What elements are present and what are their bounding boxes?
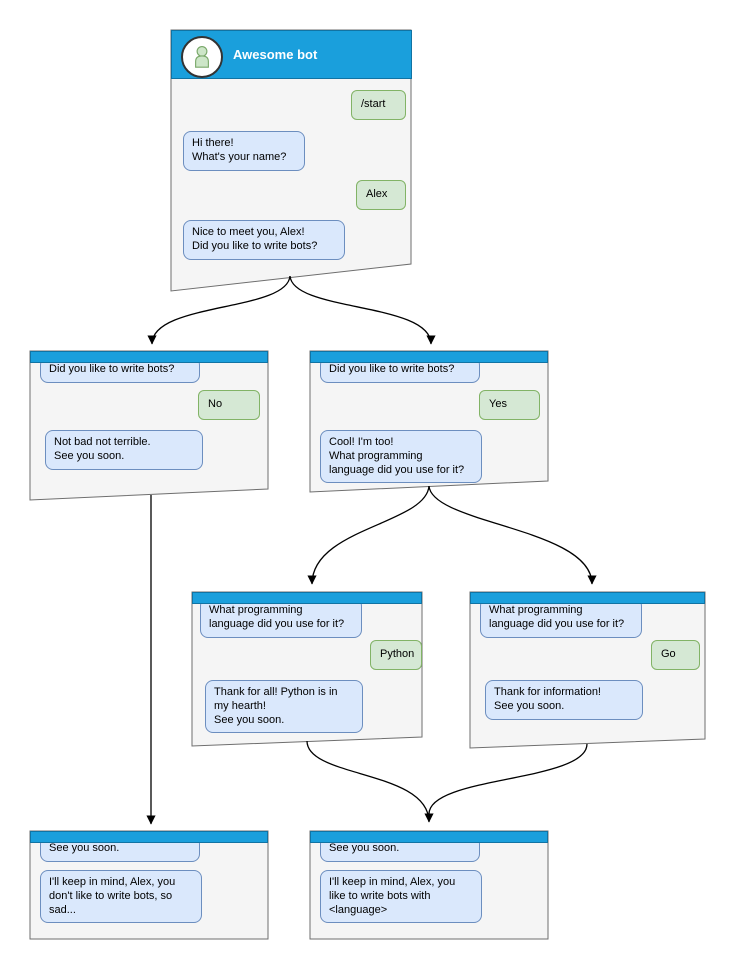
user-message-bubble: No [198,390,260,420]
bot-message-bubble: What programming language did you use fo… [200,598,362,638]
bot-message-bubble: I'll keep in mind, Alex, you like to wri… [320,870,482,924]
bot-title: Awesome bot [233,47,318,62]
titlebar [30,831,268,843]
titlebar [30,351,268,363]
titlebar [192,592,422,604]
person-icon [181,36,223,78]
user-message-bubble: Go [651,640,700,670]
user-message-bubble: /start [351,90,406,120]
user-message-bubble: Yes [479,390,540,420]
bot-message-bubble: Cool! I'm too! What programming language… [320,430,482,484]
bot-message-bubble: Nice to meet you, Alex! Did you like to … [183,220,345,260]
bot-message-bubble: Thank for information! See you soon. [485,680,643,720]
titlebar [310,831,548,843]
titlebar [470,592,705,604]
titlebar [310,351,548,363]
arrow-start-to-yes [289,275,436,345]
user-message-bubble: Python [370,640,422,670]
arrow-go-to-end [428,743,588,815]
chat-window-start: Awesome bot /start Hi there! What's your… [171,30,412,291]
bot-message-bubble: Thank for all! Python is in my hearth! S… [205,680,363,734]
titlebar: Awesome bot [171,30,412,79]
chat-window-python-branch: What programming language did you use fo… [192,592,422,746]
chat-window-go-branch: What programming language did you use fo… [470,592,705,748]
bot-message-bubble: Not bad not terrible. See you soon. [45,430,203,470]
bot-message-bubble: Hi there! What's your name? [183,131,305,171]
arrow-yes-to-python [307,485,430,585]
chat-window-end-no: See you soon. I'll keep in mind, Alex, y… [30,831,268,939]
bot-message-bubble: I'll keep in mind, Alex, you don't like … [40,870,202,924]
chat-window-yes-branch: Did you like to write bots? Yes Cool! I'… [310,351,548,492]
arrow-start-to-no [147,275,291,345]
arrow-python-to-end [306,740,434,823]
chat-window-end-yes: See you soon. I'll keep in mind, Alex, y… [310,831,548,939]
flow-arrows [146,275,597,825]
arrow-yes-to-go [428,485,597,585]
chat-window-no-branch: Did you like to write bots? No Not bad n… [30,351,268,500]
user-message-bubble: Alex [356,180,406,210]
